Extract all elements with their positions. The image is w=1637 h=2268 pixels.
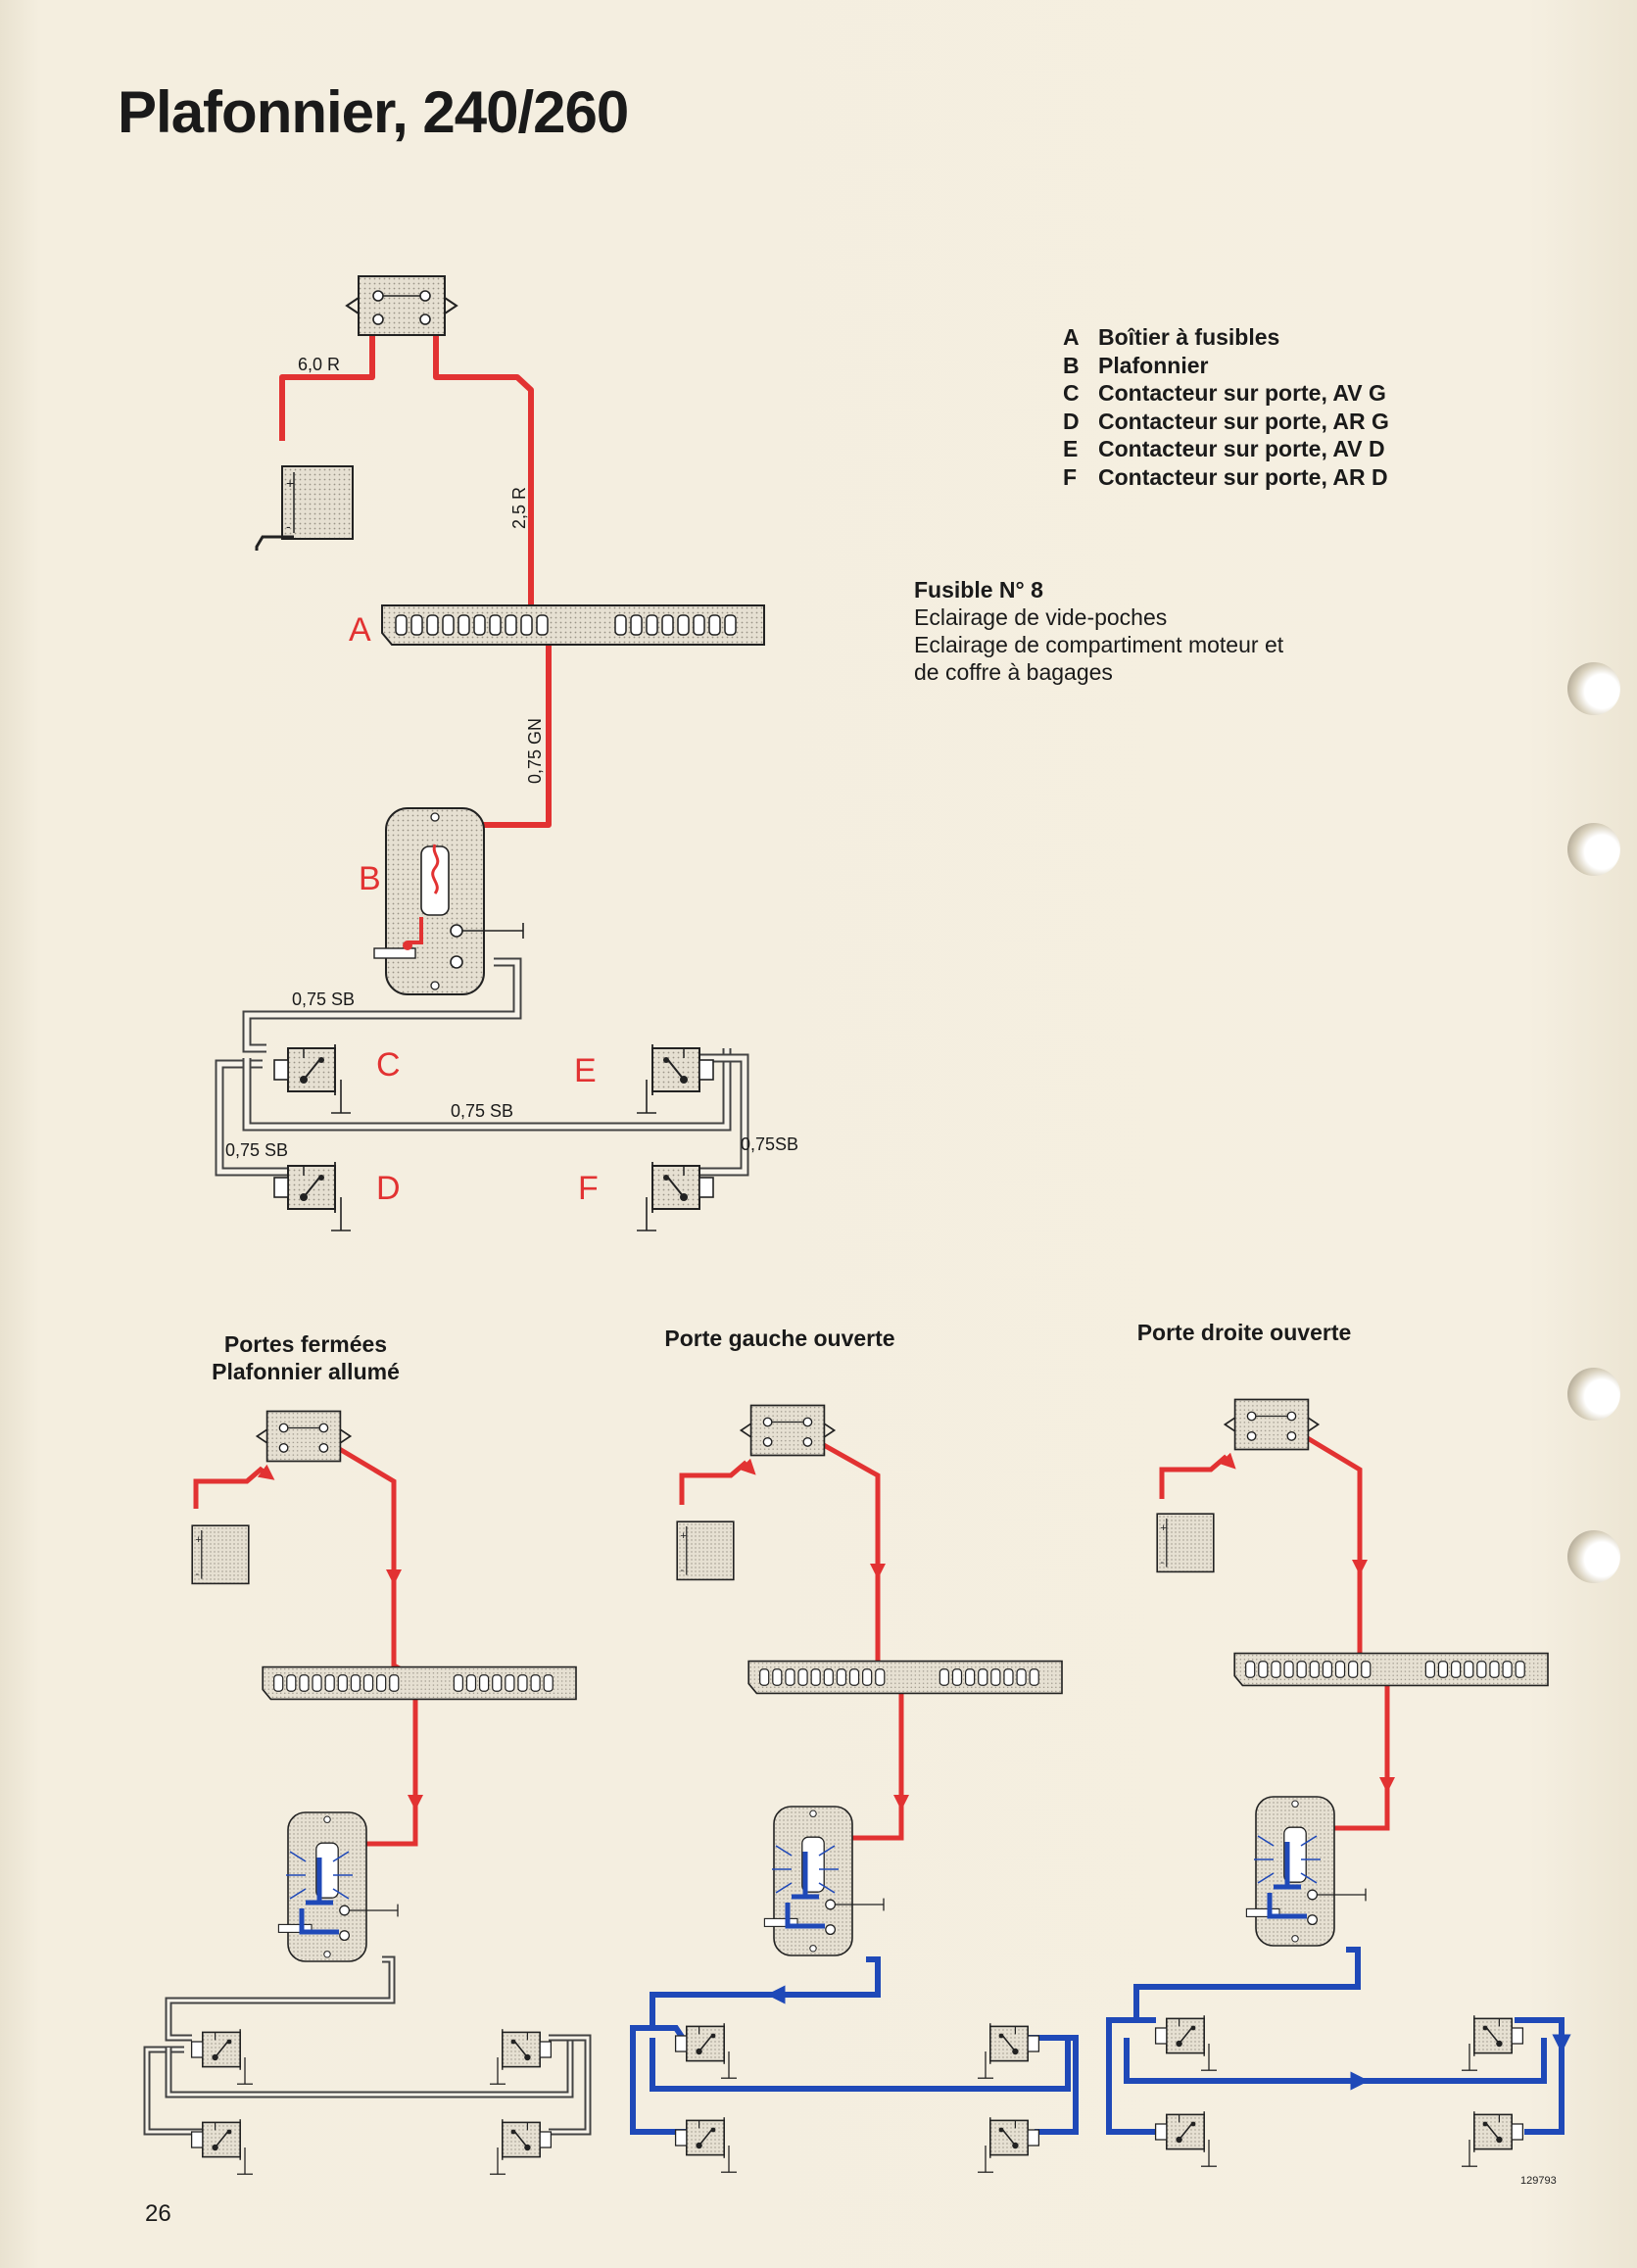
binder-hole [1567,1530,1620,1583]
label-c: C [376,1046,401,1084]
state-diagram-closed [143,1410,592,2175]
page-title: Plafonnier, 240/260 [118,79,629,145]
wire-label: 0,75 SB [225,1140,288,1160]
legend-text: Contacteur sur porte, AR G [1098,408,1389,434]
page-number: 26 [145,2200,171,2227]
wire-label: 2,5 R [509,487,529,529]
label-b: B [359,860,381,897]
state-diagram-left-open [630,1404,1079,2173]
legend-key: F [1063,463,1078,490]
legend-key: E [1063,436,1079,461]
legend-row: F Contacteur sur porte, AR D [1063,463,1389,492]
legend-key: C [1063,380,1080,406]
fuse-line: Eclairage de vide-poches [914,604,1168,630]
label-d: D [376,1170,401,1207]
caption-line: Porte gauche ouverte [664,1326,895,1351]
fuse-heading: Fusible N° 8 [914,577,1043,603]
legend-text: Contacteur sur porte, AV D [1098,436,1385,461]
legend-row: A Boîtier à fusibles [1063,323,1389,352]
wire-label: 0,75SB [741,1134,798,1154]
legend-key: B [1063,352,1080,378]
legend-text: Boîtier à fusibles [1098,324,1280,350]
label-e: E [574,1052,597,1089]
wire-label: 0,75 GN [525,718,545,784]
binder-hole [1567,823,1620,876]
fuse-line: Eclairage de compartiment moteur et [914,632,1284,657]
legend-text: Plafonnier [1098,352,1209,378]
legend-text: Contacteur sur porte, AR D [1098,463,1388,490]
state-caption-right-open: Porte droite ouverte [1058,1319,1430,1346]
state-caption-left-open: Porte gauche ouverte [594,1325,966,1352]
legend-row: C Contacteur sur porte, AV G [1063,379,1389,408]
legend-row: E Contacteur sur porte, AV D [1063,435,1389,463]
figure-code: 129793 [1520,2175,1557,2187]
wire-label: 0,75 SB [292,989,355,1009]
state-caption-closed: Portes fermées Plafonnier allumé [120,1330,492,1385]
label-a: A [349,611,371,649]
legend-text: Contacteur sur porte, AV G [1098,380,1386,406]
binder-hole [1567,662,1620,715]
caption-line: Plafonnier allumé [212,1359,400,1384]
caption-line: Portes fermées [223,1331,388,1357]
label-f: F [578,1170,599,1207]
wire-label: 6,0 R [298,355,340,374]
legend-row: D Contacteur sur porte, AR G [1063,408,1389,436]
legend-key: D [1063,408,1080,434]
fuse-note: Fusible N° 8 Eclairage de vide-poches Ec… [914,576,1283,686]
binder-hole [1567,1368,1620,1421]
legend: A Boîtier à fusibles B Plafonnier C Contact… [1063,323,1389,491]
main-diagram: A B C D E F 6,0 R 2,5 R 0,75 GN 0,75 SB … [215,275,798,1231]
caption-line: Porte droite ouverte [1136,1320,1352,1345]
legend-key: A [1063,324,1080,350]
wire-label: 0,75 SB [451,1101,513,1121]
state-diagram-right-open [1106,1398,1571,2167]
fuse-line: de coffre à bagages [914,659,1113,685]
legend-row: B Plafonnier [1063,352,1389,380]
